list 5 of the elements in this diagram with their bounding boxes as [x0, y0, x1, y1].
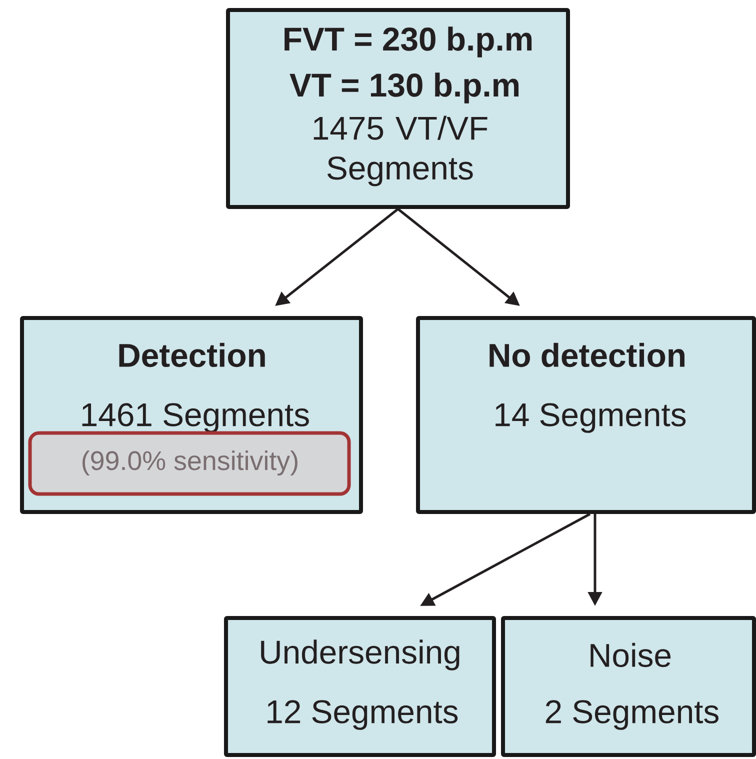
process-box: FVT = 230 b.p.m VT = 130 b.p.m 1475 VT/VF Segments — [226, 8, 570, 209]
process-box: No detection 14 Segments — [416, 316, 756, 514]
process-box: Undersensing 12 Segments — [224, 616, 496, 757]
highlight-box: (99.0% sensitivity) — [28, 431, 351, 496]
process-box: Noise 2 Segments — [501, 616, 756, 757]
